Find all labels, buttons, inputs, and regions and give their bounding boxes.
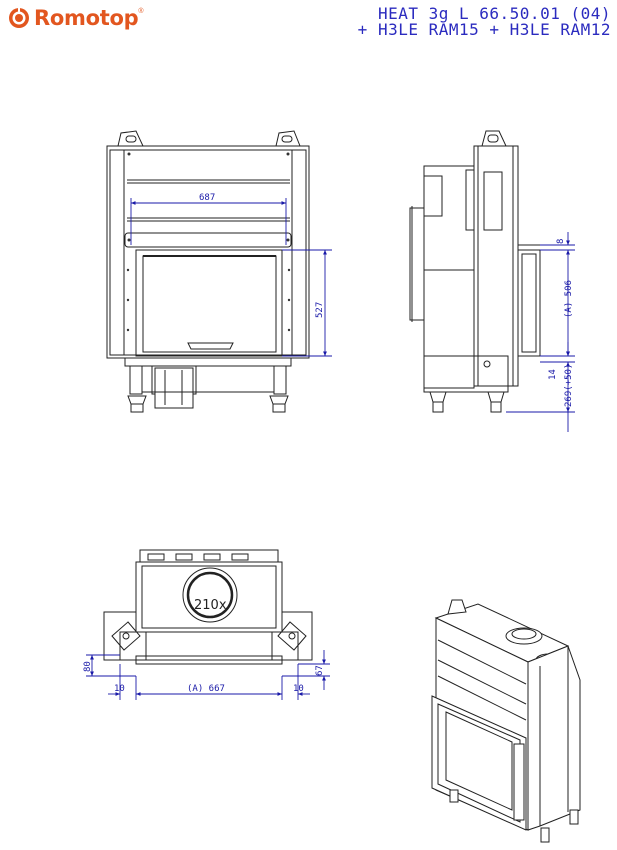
drawing-title: HEAT 3g L 66.50.01 (04) + H3LE RAM15 + H… (358, 6, 611, 38)
dim-depth-80: 80 (83, 661, 93, 672)
isometric-view (431, 599, 581, 843)
dim-top-8: 8 (556, 239, 566, 244)
model-line-1: HEAT 3g L 66.50.01 (04) (377, 4, 611, 23)
dim-right-10: 10 (293, 684, 304, 694)
flue-diameter-label: 210x (194, 598, 227, 613)
brand-logo: Romotop ® (8, 4, 143, 32)
dim-gap-14: 14 (548, 369, 558, 380)
top-view (86, 549, 330, 700)
dim-depth-67: 67 (315, 665, 325, 676)
dim-left-10: 10 (114, 684, 125, 694)
dim-width-687: 687 (199, 193, 215, 203)
model-line-2: + H3LE RAM15 + H3LE RAM12 (357, 20, 611, 39)
dim-height-527: 527 (315, 302, 325, 318)
dim-base-269: 269(+50) (564, 364, 574, 407)
dim-glass-506: (A) 506 (564, 280, 574, 318)
front-view (106, 130, 332, 413)
brand-name: Romotop (34, 6, 139, 30)
brand-registered: ® (138, 8, 144, 15)
side-view (409, 130, 575, 432)
romotop-logo-icon (9, 7, 29, 28)
dim-width-667: (A) 667 (187, 684, 225, 694)
